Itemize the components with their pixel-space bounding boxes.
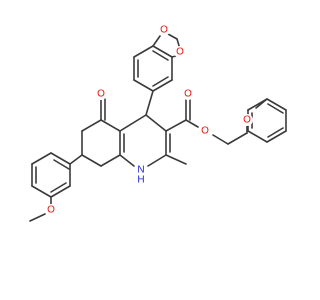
bond xyxy=(165,154,187,165)
hydrogen-atom-label: H xyxy=(137,175,144,186)
oxygen-atom-label: O xyxy=(47,205,55,216)
bond xyxy=(100,154,121,167)
bond xyxy=(81,154,102,167)
oxygen-atom-label: O xyxy=(184,89,192,100)
bond xyxy=(50,182,67,193)
bond xyxy=(266,130,287,143)
bond xyxy=(50,185,71,198)
oxygen-atom-label: O xyxy=(176,47,184,58)
bond xyxy=(152,45,173,58)
bond xyxy=(133,79,154,92)
bond xyxy=(81,119,102,132)
molecule-diagram: O O O O O O O N H xyxy=(29,24,287,222)
cyclohexanone-ring xyxy=(81,98,121,167)
bond xyxy=(119,114,147,132)
dihydropyridine-ring xyxy=(119,90,187,167)
oxygen-atom-label: O xyxy=(201,126,209,137)
bond xyxy=(145,114,167,132)
methoxyphenyl-ring xyxy=(29,152,83,222)
bond xyxy=(152,50,169,61)
bond xyxy=(267,103,284,114)
bond xyxy=(152,35,161,47)
structure-canvas: O O O O O O O N H xyxy=(29,24,287,222)
nitrogen-atom-label: N xyxy=(137,165,144,176)
bond xyxy=(185,119,199,128)
bond xyxy=(247,98,268,111)
bond xyxy=(165,119,187,132)
bond xyxy=(266,98,287,111)
bond xyxy=(31,152,52,165)
oxygen-atom-label: O xyxy=(243,115,251,126)
bond xyxy=(119,154,135,167)
bond xyxy=(152,79,173,92)
benzodioxole-group xyxy=(133,33,181,92)
bond xyxy=(267,127,284,138)
phenyl-ring xyxy=(247,98,287,143)
bond xyxy=(50,152,71,165)
bond xyxy=(247,130,268,143)
bond xyxy=(212,134,229,145)
oxygen-atom-label: O xyxy=(160,25,168,36)
bond xyxy=(29,213,46,222)
bond xyxy=(147,154,167,167)
bond xyxy=(100,119,121,132)
atom-labels: O O O O O O O N H xyxy=(45,24,253,216)
bond xyxy=(133,45,154,58)
bond xyxy=(227,132,248,145)
bond xyxy=(69,154,83,165)
bond xyxy=(53,159,70,170)
bond xyxy=(167,33,178,40)
bond xyxy=(152,76,169,87)
bond xyxy=(31,185,52,198)
bond xyxy=(145,90,154,116)
ester-chain xyxy=(165,98,248,145)
oxygen-atom-label: O xyxy=(97,89,105,100)
